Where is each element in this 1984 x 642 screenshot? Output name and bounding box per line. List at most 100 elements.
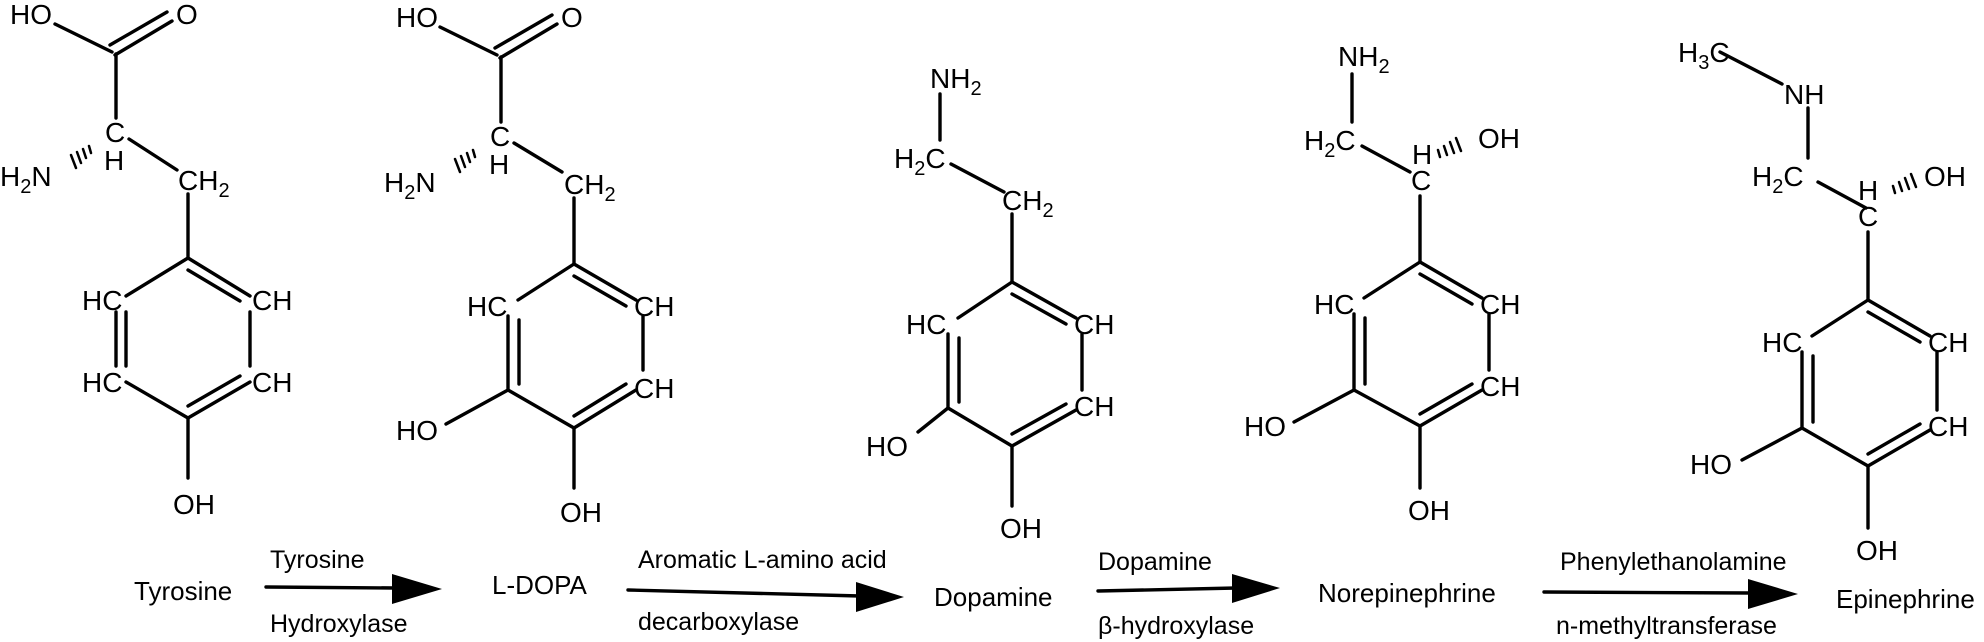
atom-label: H	[489, 149, 509, 180]
bond	[1010, 408, 1078, 448]
atom-label: HO	[396, 2, 438, 33]
bond	[1866, 422, 1922, 456]
atom-label: NH2	[1338, 41, 1390, 78]
bond	[1292, 388, 1356, 424]
enzyme-label: Dopamine	[1098, 548, 1212, 576]
atom-label: C	[105, 117, 125, 148]
bond	[1418, 388, 1484, 428]
atom-label: HC	[82, 367, 122, 398]
atom-label: HC	[467, 291, 507, 322]
atom-label: H	[1858, 175, 1878, 206]
bond	[1866, 298, 1932, 338]
compound-name-epinephrine: Epinephrine	[1836, 584, 1975, 614]
atom-label: HC	[1762, 327, 1802, 358]
enzyme-label: Tyrosine	[270, 546, 364, 574]
bond	[124, 256, 190, 298]
atom-label: OH	[1000, 513, 1042, 544]
atom-label: CH	[1074, 309, 1114, 340]
compound-name-dopamine: Dopamine	[934, 582, 1053, 612]
bond	[1718, 50, 1784, 86]
atom-label: HO	[10, 0, 52, 30]
atom-label: OH	[1478, 123, 1520, 154]
bond	[572, 388, 638, 430]
atom-label: CH	[252, 285, 292, 316]
atom-label: OH	[1408, 495, 1450, 526]
bond	[1816, 180, 1868, 210]
atom-label: C	[1858, 201, 1878, 232]
bond	[1810, 298, 1870, 338]
atom-label: HO	[396, 415, 438, 446]
bond	[186, 374, 242, 408]
structure-epinephrine: H3C NH H2C H C OH HC CH CH HO OH	[1678, 37, 1968, 566]
hashed-wedge	[1436, 136, 1463, 159]
compound-name-tyrosine: Tyrosine	[134, 576, 232, 606]
atom-label: O	[561, 2, 583, 33]
atom-label: OH	[1856, 535, 1898, 566]
atom-label: HO	[1690, 449, 1732, 480]
bond	[438, 25, 499, 57]
bond	[127, 137, 179, 172]
enzyme-label: β-hydroxylase	[1098, 612, 1254, 640]
bond	[1010, 292, 1068, 326]
bond	[506, 388, 576, 430]
bond	[516, 262, 576, 302]
structure-tyrosine: HO O C H H2N CH2 HC CH HC CH OH	[0, 0, 292, 520]
atom-label: HO	[1244, 411, 1286, 442]
atom-label: NH	[1784, 79, 1824, 110]
atom-label: CH	[634, 291, 674, 322]
bond	[1360, 144, 1412, 174]
bond	[1866, 428, 1932, 468]
atom-label: H2C	[1304, 125, 1356, 162]
atom-label: OH	[560, 497, 602, 528]
bond	[946, 406, 1014, 448]
bond	[1418, 272, 1474, 306]
arrowhead-icon	[1748, 579, 1798, 609]
compound-name-l-dopa: L-DOPA	[492, 570, 588, 600]
atom-label: HO	[866, 431, 908, 462]
bond	[956, 280, 1014, 320]
arrowhead-icon	[392, 574, 442, 604]
reaction-arrow	[626, 582, 904, 612]
structure-dopamine: NH2 H2C CH2 HC CH CH HO OH	[866, 63, 1114, 544]
atom-label: CH	[1928, 411, 1968, 442]
atom-label: HC	[906, 309, 946, 340]
atom-label: H3C	[1678, 37, 1730, 74]
bond	[1352, 388, 1422, 428]
bond	[498, 22, 559, 60]
bond	[186, 380, 252, 420]
bond	[949, 162, 1006, 194]
atom-label: C	[1411, 165, 1431, 196]
atom-label: CH2	[1002, 185, 1054, 222]
reaction-arrow	[264, 574, 442, 604]
structure-l-dopa: HO O C H H2N CH2 HC CH CH HO OH	[384, 2, 674, 528]
atom-label: CH	[1480, 371, 1520, 402]
atom-label: CH2	[564, 169, 616, 206]
atom-label: HC	[82, 285, 122, 316]
bond	[444, 388, 510, 426]
atom-label: H2N	[0, 161, 52, 198]
atom-label: CH	[634, 373, 674, 404]
enzyme-label: Hydroxylase	[270, 610, 408, 638]
atom-label: CH	[252, 367, 292, 398]
atom-label: O	[176, 0, 198, 30]
bond	[113, 19, 174, 57]
bond	[572, 382, 628, 418]
arrowhead-icon	[1232, 574, 1280, 603]
bond	[916, 406, 950, 434]
bond	[512, 141, 564, 174]
atom-label: CH	[1928, 327, 1968, 358]
bond	[1418, 260, 1484, 300]
bond	[1010, 402, 1068, 436]
bond	[1010, 280, 1078, 320]
atom-label: OH	[1924, 161, 1966, 192]
atom-label: H	[1412, 139, 1432, 170]
hashed-wedge	[453, 148, 477, 174]
structure-norepinephrine: NH2 H2C H C OH HC CH CH HO OH	[1244, 41, 1520, 526]
atom-label: H	[104, 145, 124, 176]
arrowhead-icon	[856, 582, 904, 612]
bond	[1418, 382, 1474, 416]
bond	[108, 10, 169, 47]
bond	[1362, 260, 1422, 300]
atom-label: CH	[1074, 391, 1114, 422]
